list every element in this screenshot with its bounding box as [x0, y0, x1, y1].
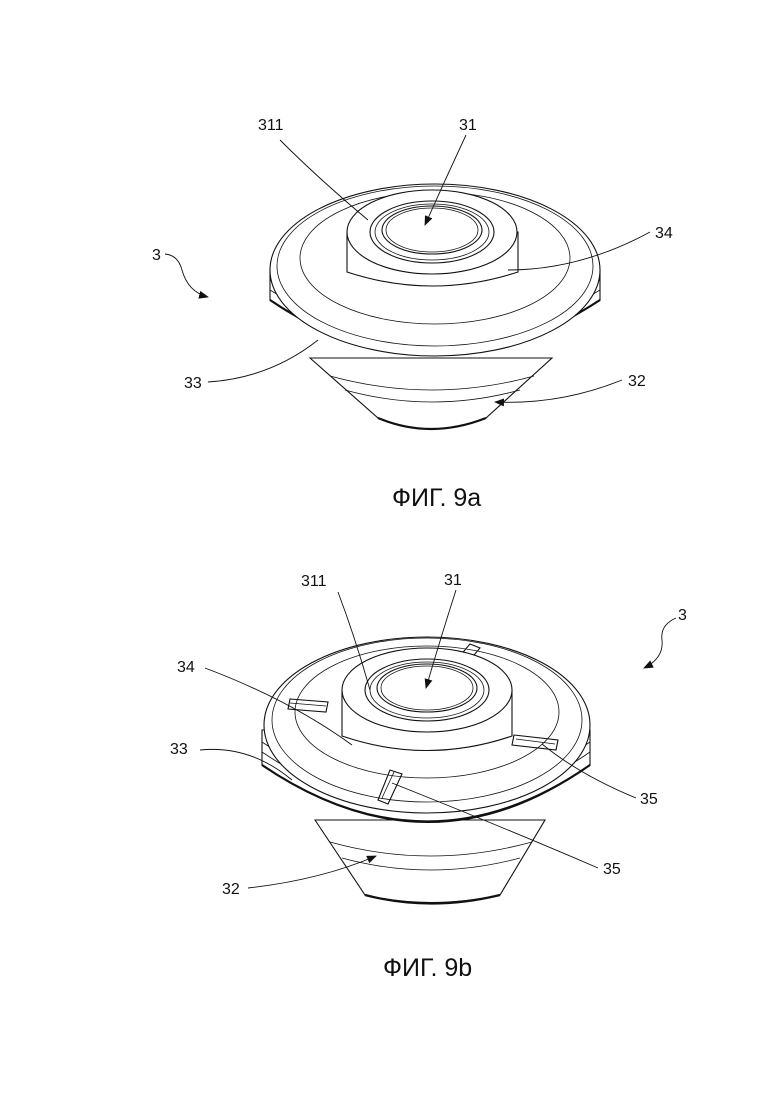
fig9a-ref-3: 3 — [152, 247, 161, 264]
figure-9a: 311 31 34 3 33 32 ФИГ. 9a — [152, 117, 673, 512]
fig9a-caption: ФИГ. 9a — [392, 484, 481, 512]
fig9b-ref-33: 33 — [170, 741, 188, 758]
fig9b-ref-34: 34 — [177, 659, 195, 676]
fig9a-leader-33 — [208, 340, 318, 382]
fig9b-ref-32: 32 — [222, 881, 240, 898]
fig9a-valve-body — [270, 184, 600, 429]
fig9a-ref-33: 33 — [184, 375, 202, 392]
fig9b-ref-35a: 35 — [640, 791, 658, 808]
figure-9b: 311 31 3 34 33 35 35 32 ФИГ. 9b — [170, 572, 687, 982]
fig9b-leader-3 — [644, 618, 676, 668]
fig9a-ref-31: 31 — [459, 117, 477, 134]
fig9b-caption: ФИГ. 9b — [383, 954, 472, 982]
fig9b-ref-3: 3 — [678, 607, 687, 624]
fig9b-ref-311: 311 — [301, 573, 327, 590]
fig9a-ref-34: 34 — [655, 225, 673, 242]
fig9b-ref-31: 31 — [444, 572, 462, 589]
fig9b-valve-body — [262, 637, 590, 904]
fig9a-leader-3 — [165, 254, 208, 297]
fig9a-ref-32: 32 — [628, 373, 646, 390]
fig9a-ref-311: 311 — [258, 117, 284, 134]
fig9b-ref-35b: 35 — [603, 861, 621, 878]
